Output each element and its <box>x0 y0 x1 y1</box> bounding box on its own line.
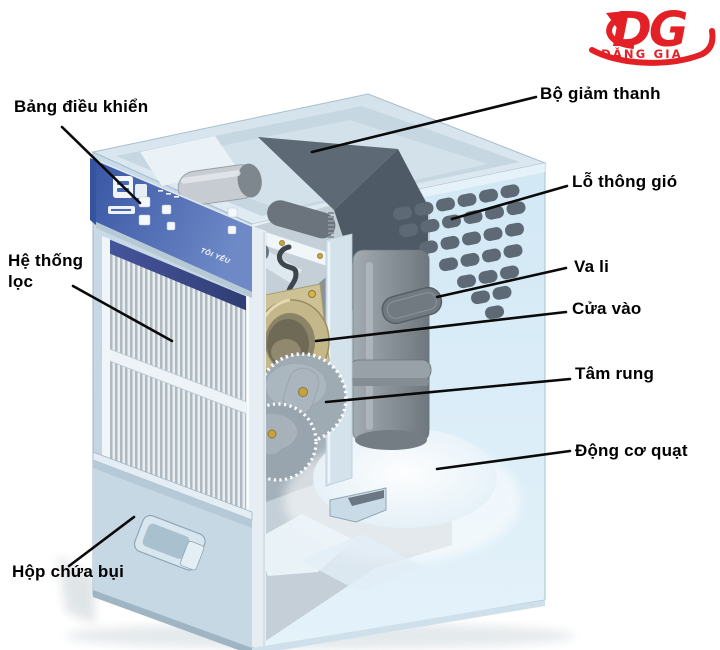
leader-vent <box>450 184 569 221</box>
leader-fan-motor <box>435 449 572 471</box>
label-silencer: Bộ giảm thanh <box>540 84 661 103</box>
panel-buttons <box>138 190 238 235</box>
vent-slot <box>506 201 526 216</box>
valve-handle <box>381 286 443 325</box>
vent-slot <box>500 265 519 280</box>
step-bracket <box>329 487 387 523</box>
vent-slot <box>505 222 524 237</box>
vent-slot <box>471 290 490 305</box>
vent-slot <box>492 285 512 300</box>
filter-frame <box>102 236 110 458</box>
leader-dust-box <box>67 515 136 568</box>
label-filter-system: Hệ thống lọc <box>8 251 84 291</box>
base-strip <box>93 590 252 650</box>
vent-slot <box>482 248 501 263</box>
vent-slot <box>420 218 440 233</box>
silencer-pipe <box>177 163 336 239</box>
leader-silencer <box>310 95 538 154</box>
leader-control-panel <box>60 125 142 205</box>
vent-slot <box>457 193 477 207</box>
label-inlet: Cửa vào <box>572 299 642 318</box>
vent-slot <box>419 240 438 255</box>
vent-slot <box>439 257 458 272</box>
vent-slot <box>503 244 523 258</box>
label-vent-holes: Lỗ thông gió <box>572 172 678 191</box>
label-vibration-center: Tâm rung <box>575 364 655 383</box>
vent-slot <box>478 269 498 284</box>
leader-inlet <box>314 310 568 343</box>
base-strip-right <box>252 600 545 650</box>
brand-underline-swoosh <box>589 28 716 66</box>
label-fan-motor: Động cơ quạt <box>575 441 688 460</box>
leader-lines <box>60 95 572 568</box>
vent-slot <box>500 184 520 199</box>
label-dust-box: Hộp chứa bụi <box>12 562 124 581</box>
duct-shadow <box>258 137 398 210</box>
vent-slot <box>483 227 503 241</box>
interior-column <box>325 233 353 487</box>
label-control-panel: Bảng điều khiển <box>14 97 149 116</box>
silencer-elbow-pipe <box>267 200 336 239</box>
brand-logo: DG ĐẶNG GIA <box>589 2 716 66</box>
vent-slot <box>460 252 480 267</box>
vent-slot <box>414 201 434 216</box>
leader-filter <box>71 284 174 343</box>
filter-top-band <box>106 238 250 314</box>
vent-slot <box>479 188 498 203</box>
leader-valve <box>435 266 568 299</box>
vent-slot <box>393 206 412 221</box>
scroll-housing <box>255 514 422 592</box>
vent-slot <box>457 274 476 289</box>
brand-arrowhead <box>606 11 626 28</box>
vent-slot <box>436 197 455 212</box>
motor-bottom-cap <box>355 430 427 450</box>
leader-vibration <box>324 377 572 404</box>
vent-slot <box>440 235 460 250</box>
label-valve: Va li <box>574 257 610 276</box>
pipe-joint <box>348 359 432 386</box>
drawer-handle <box>133 514 206 571</box>
vent-holes <box>393 184 526 320</box>
vent-slot <box>462 231 481 246</box>
vent-slot <box>399 223 418 238</box>
dust-drawer <box>92 451 545 650</box>
vent-slot <box>485 305 504 320</box>
